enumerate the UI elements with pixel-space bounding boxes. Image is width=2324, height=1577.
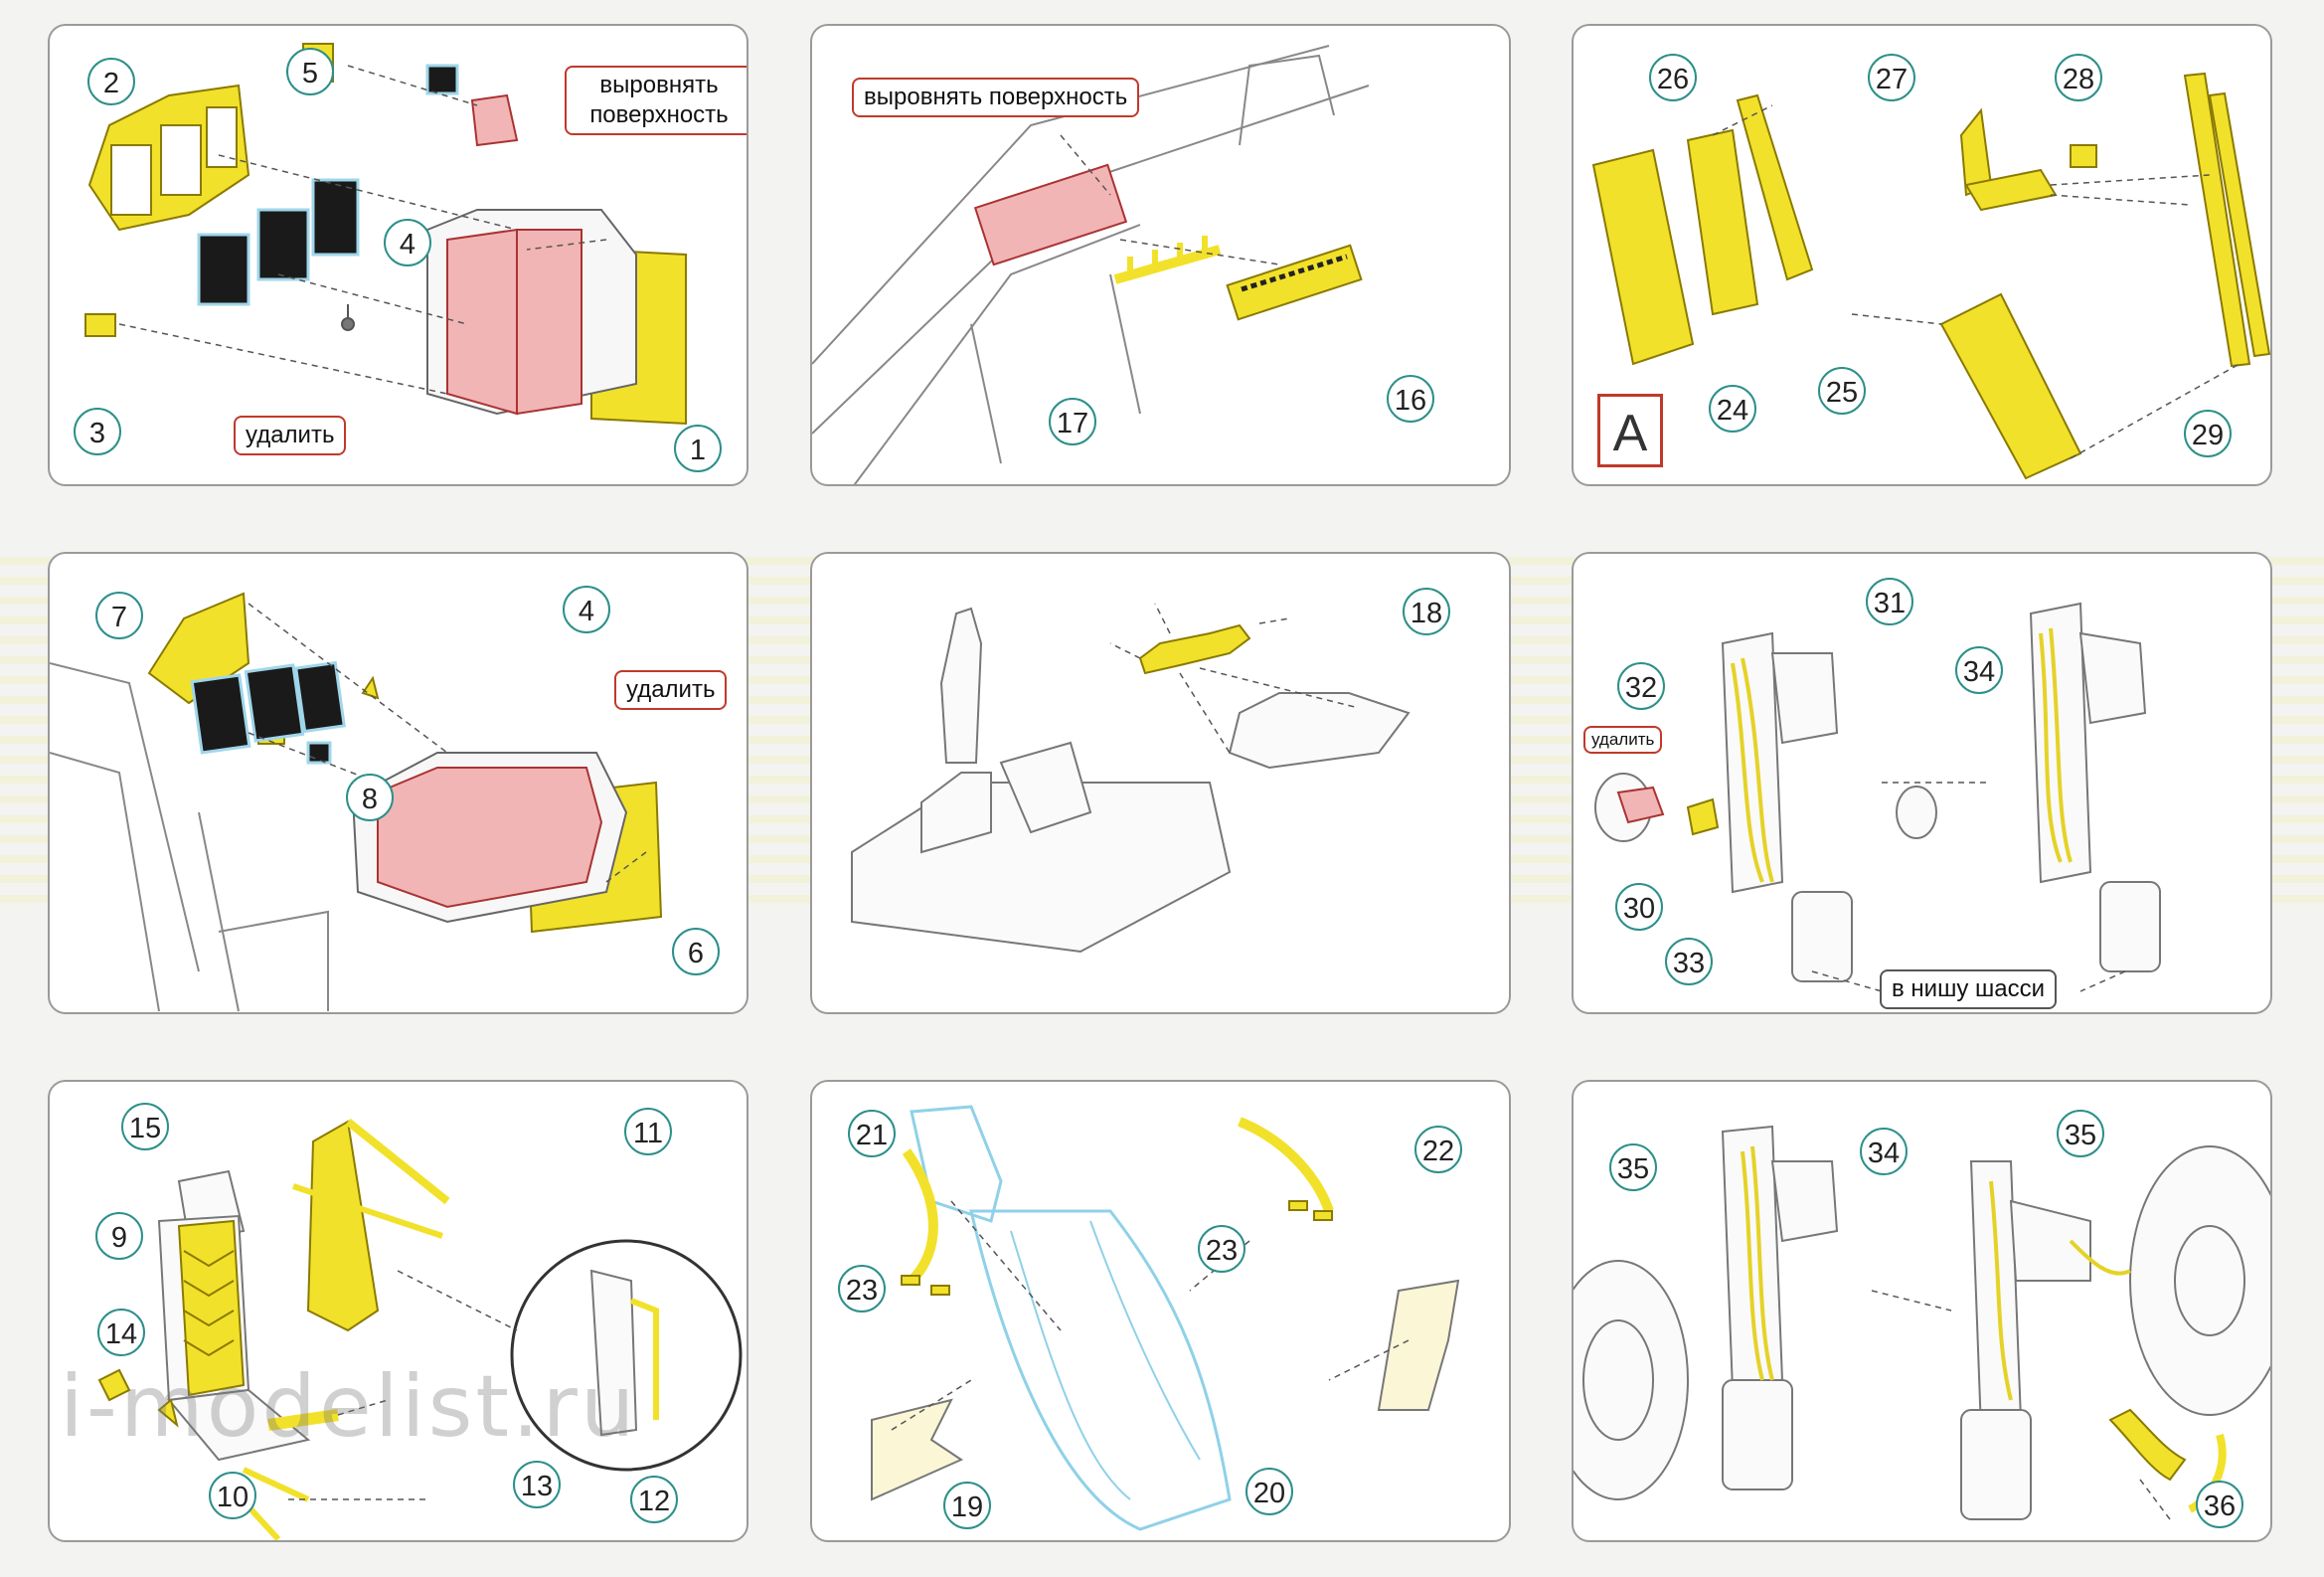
instruction-note: выровнять поверхность xyxy=(565,66,747,135)
gear-wheels-drawing xyxy=(1574,1125,2270,1520)
part-number-badge: 9 xyxy=(95,1212,143,1260)
watermark: i-modelist.ru xyxy=(60,1357,638,1457)
instruction-note: удалить xyxy=(1583,726,1663,754)
seat-rails-drawing xyxy=(1591,72,2270,480)
part-number-badge: 3 xyxy=(74,408,121,455)
part-number-badge: 33 xyxy=(1665,938,1713,985)
part-number-badge: 31 xyxy=(1866,578,1913,625)
part-number-badge: 6 xyxy=(672,928,720,975)
part-number-badge: 23 xyxy=(1198,1225,1245,1273)
step-panel-rear-cockpit: 7 4 8 6 удалить xyxy=(48,552,748,1014)
part-number-badge: 12 xyxy=(630,1476,678,1523)
part-number-badge: 34 xyxy=(1860,1128,1908,1175)
part-number-badge: 28 xyxy=(2055,54,2102,101)
control-stick-drawing xyxy=(851,603,1411,954)
part-number-badge: 5 xyxy=(286,48,334,95)
step-panel-instrument-panel: 2 5 4 3 1 выровнять поверхность удалить xyxy=(48,24,748,486)
part-number-badge: 15 xyxy=(121,1103,169,1150)
part-number-badge: 13 xyxy=(513,1461,561,1508)
part-number-badge: 18 xyxy=(1403,588,1450,635)
part-number-badge: 2 xyxy=(87,58,135,105)
part-number-badge: 1 xyxy=(674,425,722,472)
instruction-note: удалить xyxy=(614,670,728,710)
part-number-badge: 35 xyxy=(2057,1110,2104,1157)
part-number-badge: 11 xyxy=(624,1108,672,1155)
part-number-badge: 26 xyxy=(1649,54,1697,101)
part-number-badge: 27 xyxy=(1868,54,1915,101)
part-number-badge: 29 xyxy=(2184,410,2232,457)
glareshield-drawing xyxy=(812,45,1370,484)
instruction-note: удалить xyxy=(234,416,347,455)
part-number-badge: 36 xyxy=(2196,1481,2243,1528)
part-number-badge: 4 xyxy=(563,586,610,633)
ejection-seat-drawing xyxy=(97,1118,743,1540)
instruction-note: выровнять поверхность xyxy=(852,78,1140,117)
part-number-badge: 14 xyxy=(97,1309,145,1356)
part-number-badge: 7 xyxy=(95,592,143,639)
instrument-panel-drawing xyxy=(84,43,687,426)
part-number-badge: 8 xyxy=(346,774,394,821)
part-number-badge: 24 xyxy=(1709,385,1756,433)
step-panel-control-stick: 18 xyxy=(810,552,1511,1014)
part-number-badge: 21 xyxy=(848,1110,896,1157)
part-number-badge: 23 xyxy=(838,1265,886,1313)
part-number-badge: 19 xyxy=(943,1482,991,1529)
step-panel-ejection-seat: 15 11 9 14 10 13 12 xyxy=(48,1080,748,1542)
part-number-badge: 16 xyxy=(1387,375,1434,423)
step-panel-glareshield: 17 16 выровнять поверхность xyxy=(810,24,1511,486)
instruction-note: в нишу шасси xyxy=(1880,969,2058,1009)
part-number-badge: 10 xyxy=(209,1472,256,1519)
step-panel-canopy-frames: 21 22 23 23 19 20 xyxy=(810,1080,1511,1542)
rear-cockpit-drawing xyxy=(50,592,663,1012)
part-number-badge: 20 xyxy=(1245,1468,1293,1515)
step-panel-main-gear-brake-lines: 31 32 34 30 33 удалить в нишу шасси xyxy=(1572,552,2272,1014)
step-panel-gear-with-wheels: 35 34 35 36 xyxy=(1572,1080,2272,1542)
assembly-reference-frame: A xyxy=(1597,394,1663,467)
canopy-frames-drawing xyxy=(871,1105,1460,1531)
part-number-badge: 17 xyxy=(1049,398,1096,445)
main-gear-drawing xyxy=(1594,602,2161,992)
step-panel-seat-rails: 26 27 28 24 25 29 A xyxy=(1572,24,2272,486)
part-number-badge: 22 xyxy=(1414,1126,1462,1173)
part-number-badge: 35 xyxy=(1609,1143,1657,1191)
part-number-badge: 32 xyxy=(1617,662,1665,710)
part-number-badge: 4 xyxy=(384,219,431,266)
part-number-badge: 30 xyxy=(1615,883,1663,931)
part-number-badge: 34 xyxy=(1955,646,2003,694)
part-number-badge: 25 xyxy=(1818,367,1866,415)
